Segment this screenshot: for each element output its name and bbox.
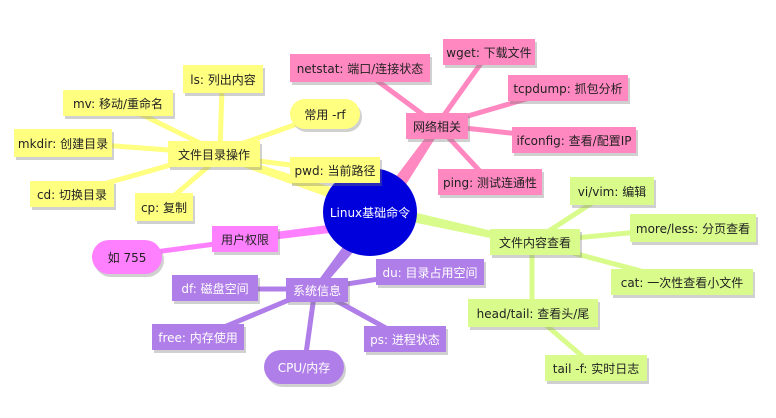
branch-file-content[interactable]: 文件内容查看: [490, 229, 580, 255]
leaf-ifconfig[interactable]: ifconfig: 查看/配置IP: [512, 127, 636, 153]
leaf-du[interactable]: du: 目录占用空间: [376, 259, 484, 285]
leaf-free[interactable]: free: 内存使用: [152, 324, 244, 350]
leaf-cd[interactable]: cd: 切换目录: [30, 181, 114, 207]
leaf-wget[interactable]: wget: 下载文件: [443, 39, 535, 65]
leaf-tail-f[interactable]: tail -f: 实时日志: [545, 355, 647, 381]
leaf-ls[interactable]: ls: 列出内容: [183, 65, 263, 93]
leaf-df[interactable]: df: 磁盘空间: [172, 275, 258, 301]
leaf-rf[interactable]: 常用 -rf: [290, 99, 360, 129]
leaf-cpu-mem[interactable]: CPU/内存: [264, 350, 344, 384]
branch-user-permission[interactable]: 用户权限: [212, 226, 278, 252]
branch-system-info[interactable]: 系统信息: [286, 278, 348, 302]
leaf-755[interactable]: 如 755: [92, 240, 162, 274]
leaf-cat[interactable]: cat: 一次性查看小文件: [611, 269, 753, 295]
leaf-pwd[interactable]: pwd: 当前路径: [290, 157, 380, 183]
leaf-ping[interactable]: ping: 测试连通性: [438, 169, 542, 195]
leaf-mv[interactable]: mv: 移动/重命名: [63, 90, 173, 116]
leaf-head-tail[interactable]: head/tail: 查看头/尾: [468, 299, 598, 327]
leaf-vim[interactable]: vi/vim: 编辑: [570, 177, 654, 205]
branch-network[interactable]: 网络相关: [406, 113, 468, 139]
leaf-mkdir[interactable]: mkdir: 创建目录: [14, 129, 112, 157]
leaf-cp[interactable]: cp: 复制: [135, 193, 193, 221]
leaf-tcpdump[interactable]: tcpdump: 抓包分析: [508, 75, 628, 101]
leaf-ps[interactable]: ps: 进程状态: [364, 326, 446, 352]
leaf-netstat[interactable]: netstat: 端口/连接状态: [290, 54, 430, 82]
leaf-more-less[interactable]: more/less: 分页查看: [630, 214, 756, 242]
branch-file-ops[interactable]: 文件目录操作: [168, 141, 260, 167]
